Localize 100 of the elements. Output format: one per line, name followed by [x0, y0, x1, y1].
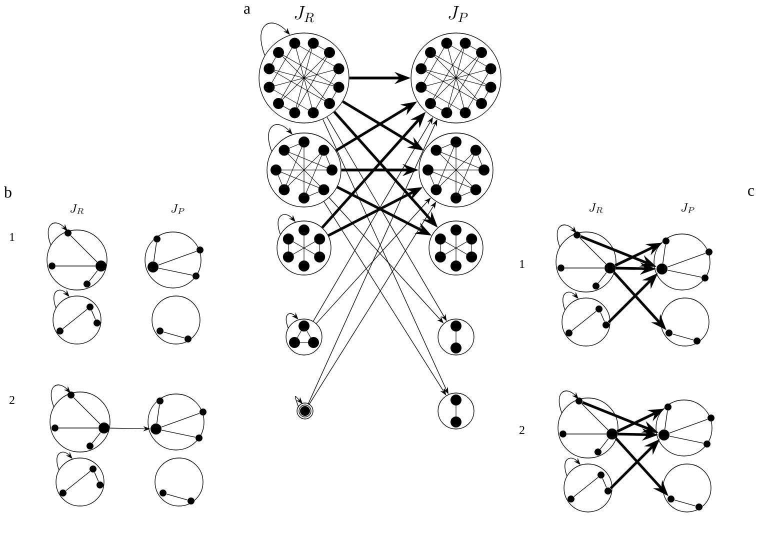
link-line: [602, 478, 607, 488]
row-number: 2: [520, 426, 524, 434]
cluster-circle: [438, 318, 474, 356]
link-line: [667, 252, 706, 268]
cluster-circle: [428, 220, 484, 276]
vertex-dot: [574, 232, 580, 238]
set-label: $J_P$: [171, 204, 184, 214]
vertex-dot: [662, 238, 670, 244]
vertex-dot: [196, 434, 202, 442]
link-line: [94, 472, 99, 482]
link-line: [163, 332, 185, 338]
link-line: [579, 237, 606, 264]
cluster-circle: [144, 232, 202, 288]
cluster-circle: [296, 402, 314, 420]
link-line: [672, 334, 694, 340]
link-line: [154, 242, 157, 262]
cluster-circle: [662, 464, 712, 512]
link-line: [574, 477, 598, 497]
vertex-dot: [560, 430, 566, 438]
vertex-dot: [160, 490, 166, 496]
vertex-dot: [604, 488, 612, 494]
vertex-dot: [200, 408, 206, 416]
cluster-circle: [656, 400, 712, 456]
cluster-circle: [152, 296, 200, 344]
vertex-dot: [156, 328, 164, 334]
set-label: $J_P$: [681, 203, 694, 213]
vertex-dot: [702, 274, 708, 282]
link-line: [70, 235, 98, 262]
loop-arrow: [562, 292, 578, 310]
vertex-dot: [68, 392, 74, 398]
row-number: 2: [10, 396, 14, 404]
link-line: [73, 397, 100, 424]
cluster-circle: [148, 394, 204, 450]
vertex-dot: [656, 264, 668, 274]
set-label: $J_R$: [294, 6, 314, 22]
link-line: [662, 244, 666, 264]
loop-arrow: [260, 22, 290, 56]
cluster-circle: [660, 298, 710, 346]
vertex-dot: [602, 322, 610, 328]
link-line: [664, 410, 668, 430]
cluster-circle: [56, 458, 104, 506]
link-line: [158, 250, 197, 266]
cluster-circle: [558, 398, 618, 458]
link-line: [572, 311, 596, 331]
vertex-dot: [558, 264, 564, 272]
vertex-dot: [188, 498, 194, 504]
vertex-dot: [64, 230, 72, 236]
vertex-dot: [192, 272, 200, 280]
link-line: [674, 500, 696, 506]
vertex-dot: [184, 336, 192, 342]
vertex-dot: [84, 280, 90, 288]
cluster-circle: [276, 220, 332, 276]
row-number: 1: [520, 260, 524, 268]
vertex-dot: [150, 424, 162, 434]
vertex-dot: [596, 306, 602, 312]
link-line: [91, 310, 96, 320]
vertex-dot: [658, 430, 670, 440]
vertex-dot: [86, 304, 94, 310]
vertex-dot: [94, 320, 100, 326]
vertex-dot: [664, 404, 672, 410]
link-line: [161, 412, 200, 428]
vertex-dot: [594, 448, 602, 456]
cluster-circle: [564, 464, 612, 512]
vertex-dot: [576, 398, 582, 404]
link-line: [598, 272, 607, 284]
link-line: [62, 309, 88, 329]
vertex-dot: [598, 472, 604, 478]
vertex-dot: [60, 490, 66, 496]
vertex-dot: [148, 262, 158, 272]
panel-letter: c: [748, 188, 754, 196]
link-line: [669, 436, 704, 444]
link-line: [600, 312, 605, 322]
vertex-dot: [48, 262, 56, 270]
cluster-circle: [52, 296, 102, 344]
set-label: $J_R$: [590, 203, 603, 213]
cluster-circle: [654, 234, 710, 290]
panel-letter: b: [4, 186, 12, 198]
vertex-dot: [86, 442, 94, 450]
vertex-dot: [696, 504, 702, 510]
link-line: [669, 418, 708, 434]
vertex-dot: [96, 482, 104, 488]
vertex-dot: [694, 338, 700, 344]
vertex-dot: [90, 466, 96, 472]
link-line: [581, 403, 608, 430]
vertex-dot: [196, 246, 204, 254]
vertex-dot: [604, 262, 616, 274]
cluster-circle: [154, 458, 204, 506]
vertex-dot: [592, 282, 600, 290]
vertex-dot: [52, 424, 58, 432]
link-line: [158, 268, 193, 276]
cluster-circle: [46, 230, 108, 290]
panel-letter: a: [244, 6, 250, 14]
arrow: [324, 201, 446, 396]
arrow: [316, 198, 431, 324]
vertex-dot: [708, 414, 714, 422]
link-line: [667, 270, 702, 278]
vertex-dot: [568, 496, 574, 502]
vertex-dot: [566, 330, 572, 336]
cluster-circle: [556, 232, 616, 292]
cluster-circle: [438, 392, 474, 430]
